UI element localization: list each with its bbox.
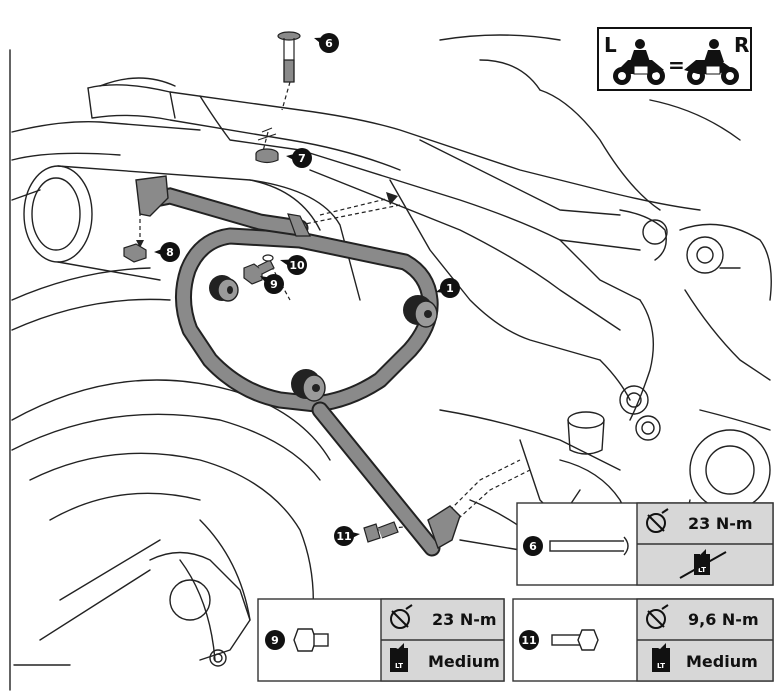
bolt-part-11 [363,521,399,543]
left-right-orientation-box: L R = [597,27,752,91]
torque-value-part-6: 23 N-m [688,514,753,533]
callout-11: 11 [334,526,360,546]
spec-panel-part-6: 6 23 N-m LT [516,502,774,586]
right-label: R [734,33,749,57]
callout-layer: 1 6 7 8 9 10 11 [154,33,460,546]
torque-value-part-9: 23 N-m [432,610,497,629]
svg-text:9: 9 [271,634,279,647]
motorcycle-outline [9,34,772,691]
spec-panel-part-9: 9 23 N-m LT Medium [257,598,505,682]
nut-part-8 [123,243,147,263]
motorcycle-left-icon [613,39,665,85]
callout-9: 9 [260,274,284,294]
equals-sign: = [668,53,685,77]
callout-6-spec: 6 [523,536,543,556]
no-threadlock-icon: LT [679,549,727,579]
callout-1: 1 [436,278,460,298]
callout-10-label: 10 [289,259,305,272]
svg-text:LT: LT [698,566,706,574]
callout-11-label: 11 [336,530,351,543]
motorcycle-right-icon [684,39,739,85]
callout-8-label: 8 [166,246,174,259]
bolt-9-drawing [293,628,329,652]
bushing-upper-left [209,275,239,302]
callout-7-label: 7 [298,152,306,165]
torque-value-part-11: 9,6 N-m [688,610,759,629]
callout-10: 10 [280,255,307,275]
threadlock-icon: LT [390,643,408,672]
bushing-right [403,295,438,328]
torque-wrench-icon [646,604,669,629]
bolt-part-9 [243,259,275,285]
assembly-guide-arrows [136,192,398,248]
callout-7: 7 [286,148,312,168]
washer-part-10 [262,254,274,262]
bolt-part-6 [277,31,301,83]
callout-9-spec: 9 [265,630,285,650]
callout-11-spec: 11 [519,630,539,650]
svg-text:11: 11 [521,634,536,647]
threadlock-strength-part-11: Medium [686,652,758,671]
svg-text:6: 6 [529,540,537,553]
svg-text:LT: LT [657,662,665,670]
spec-panel-part-11: 11 9,6 N-m LT Medium [512,598,774,682]
bushing-lower [291,369,326,402]
svg-text:LT: LT [395,662,403,670]
callout-9-label: 9 [270,278,278,291]
callout-6: 6 [314,33,339,53]
threadlock-icon: LT [652,643,670,672]
callout-1-label: 1 [446,282,454,295]
washer-part-7 [255,127,279,164]
torque-wrench-icon [390,604,413,629]
threadlock-strength-part-9: Medium [428,652,500,671]
callout-6-label: 6 [325,37,333,50]
bolt-6-drawing [549,536,629,556]
callout-8: 8 [154,242,180,262]
torque-wrench-icon [646,508,669,533]
left-label: L [604,33,617,57]
bolt-11-drawing [551,629,599,651]
side-carrier-frame-part-1 [135,175,461,557]
